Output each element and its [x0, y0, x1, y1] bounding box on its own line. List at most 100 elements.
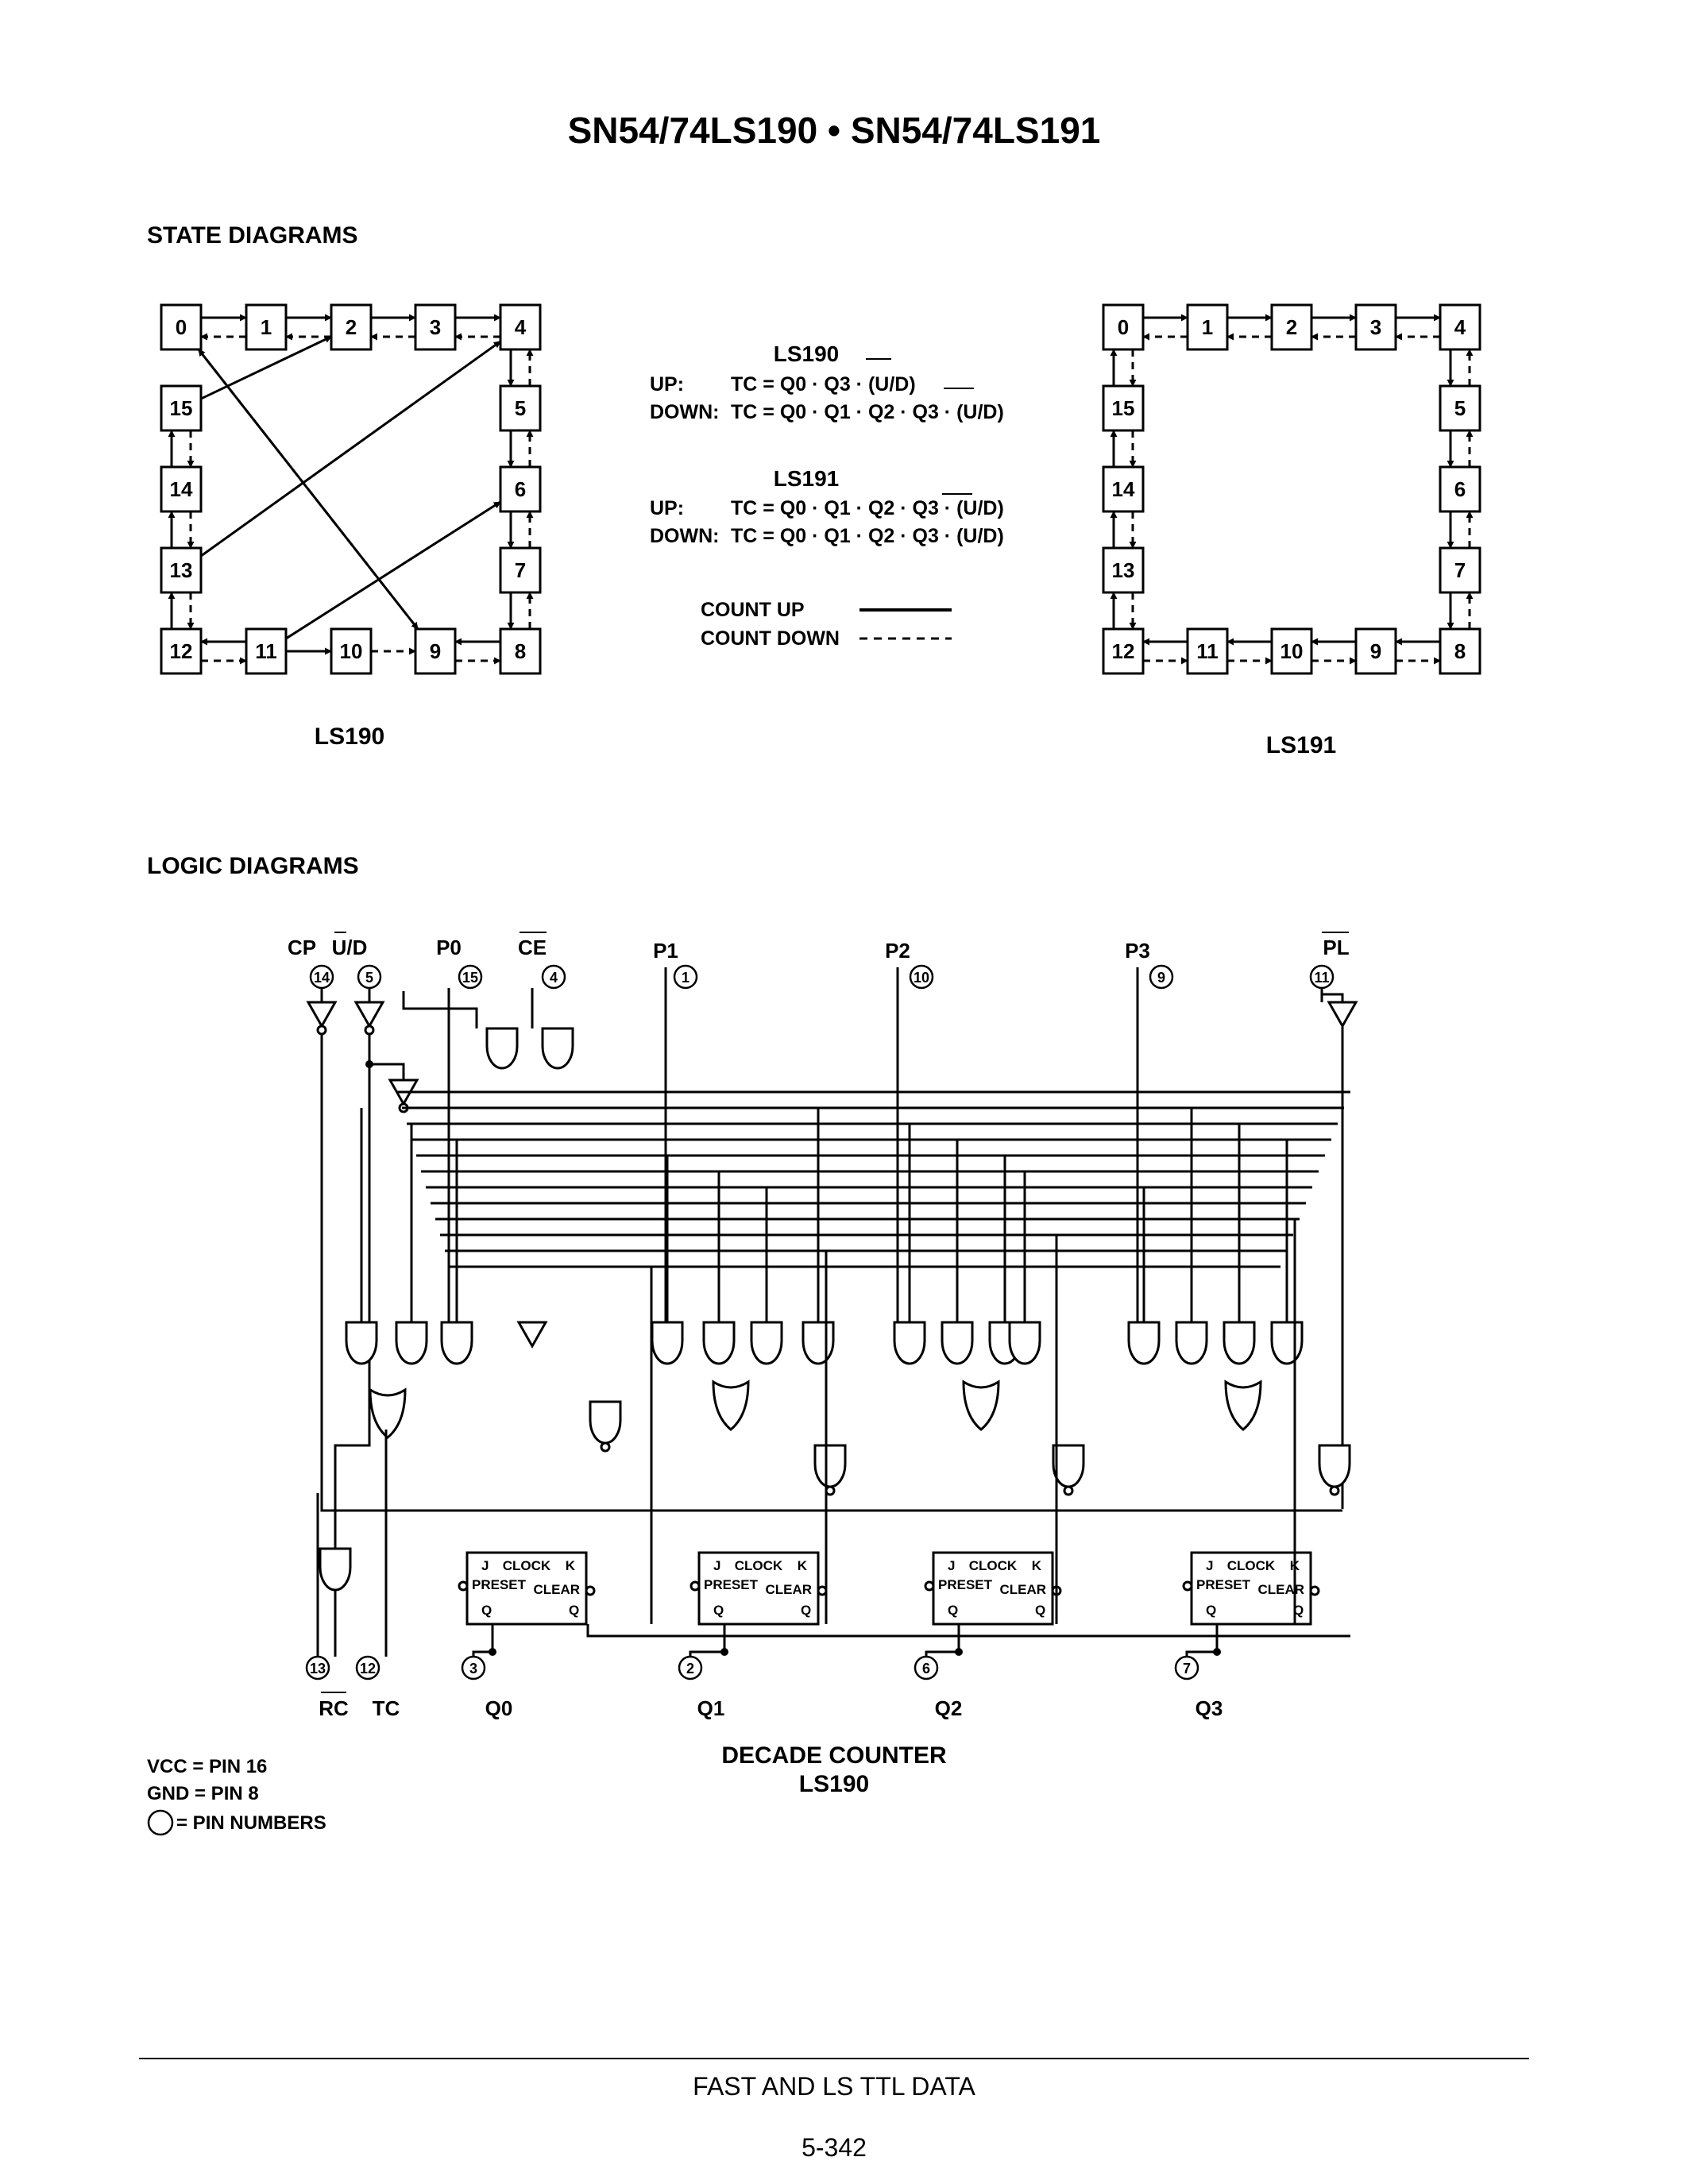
ff-clear: CLEAR — [1257, 1582, 1304, 1597]
input-label-ud: U/D — [332, 936, 368, 959]
state-box — [1186, 627, 1229, 675]
feedback-wire — [586, 1624, 1350, 1638]
stage3-and-3 — [1223, 1321, 1256, 1365]
state-label: 5 — [1454, 396, 1466, 420]
count-up-arrow — [200, 335, 332, 400]
ff-k: K — [1032, 1558, 1042, 1573]
wire — [402, 991, 478, 1028]
input-label-p0: P0 — [436, 936, 462, 959]
pin-circle — [461, 1655, 486, 1680]
state-label: 15 — [1112, 396, 1135, 420]
count-up-arrow — [285, 500, 501, 640]
stage3-and-1 — [1127, 1321, 1161, 1365]
pin-legend-circle — [147, 1809, 174, 1836]
pin-number: 7 — [1183, 1661, 1191, 1677]
ff-q: Q — [1206, 1603, 1216, 1618]
ff-clear: CLEAR — [999, 1582, 1046, 1597]
ff-preset: PRESET — [1196, 1577, 1251, 1592]
stage3-or — [1224, 1379, 1262, 1431]
inversion-bubble — [316, 1024, 327, 1036]
state-label: 8 — [1454, 639, 1466, 663]
inversion-bubble — [458, 1580, 469, 1592]
rc-gate — [319, 1547, 352, 1592]
junction-dot — [955, 1648, 963, 1656]
input-pin-numbers: 14 5 15 4 1 10 9 11 — [309, 964, 1335, 990]
terminal-count-equations: LS190 UP: TC = Q0 · Q3 · (U/D) DOWN: TC … — [650, 341, 1004, 650]
logic-diagrams-heading: LOGIC DIAGRAMS — [147, 853, 359, 879]
pin-circle — [909, 964, 934, 990]
ff-k: K — [566, 1558, 576, 1573]
pin-circle — [305, 1655, 330, 1680]
ls190-down-label: DOWN: — [650, 401, 719, 423]
state-label: 9 — [430, 639, 441, 663]
legend-count-down: COUNT DOWN — [701, 627, 840, 650]
ff-j: J — [481, 1558, 489, 1573]
pin-circle — [678, 1655, 703, 1680]
state-diagrams-heading: STATE DIAGRAMS — [147, 222, 358, 249]
state-box — [414, 303, 457, 351]
stage0-and-1 — [345, 1321, 378, 1365]
state-box — [1439, 303, 1481, 351]
input-label-p2: P2 — [885, 939, 910, 963]
state-box — [1439, 465, 1481, 513]
ls191-eq-title: LS191 — [774, 466, 840, 491]
input-label-p1: P1 — [653, 939, 678, 963]
pin-number: 10 — [914, 970, 929, 986]
state-box — [1186, 303, 1229, 351]
output-label-q2: Q2 — [935, 1696, 963, 1720]
ff-qbar: Q — [1035, 1603, 1045, 1618]
ff-clock: CLOCK — [1227, 1558, 1276, 1573]
pin-number: 11 — [1314, 970, 1329, 986]
output-label-q1: Q1 — [697, 1696, 725, 1720]
ff-preset: PRESET — [704, 1577, 759, 1592]
state-label: 3 — [1370, 315, 1381, 339]
state-label: 7 — [1454, 558, 1466, 582]
ff-clear: CLEAR — [765, 1582, 812, 1597]
state-box — [1102, 546, 1145, 594]
state-box — [499, 627, 542, 675]
pin-number: 3 — [469, 1661, 477, 1677]
state-label: 7 — [515, 558, 526, 582]
state-label: 0 — [1118, 315, 1129, 339]
ff-preset: PRESET — [472, 1577, 527, 1592]
ls191-down-label: DOWN: — [650, 525, 719, 547]
input-label-cp: CP — [288, 936, 316, 959]
state-box — [245, 627, 288, 675]
count-down-arrow — [197, 349, 419, 630]
state-box — [330, 303, 373, 351]
state-label: 12 — [170, 639, 193, 663]
pin-circle — [1309, 964, 1335, 990]
state-label: 5 — [515, 396, 526, 420]
stage2-or — [962, 1379, 1000, 1431]
legend-count-up: COUNT UP — [701, 599, 805, 621]
ud-buffer — [353, 1001, 385, 1029]
output-label-rc: RC — [319, 1696, 349, 1720]
ce-and-gate-1 — [485, 1027, 519, 1070]
wire — [334, 1064, 371, 1553]
state-label: 1 — [1202, 315, 1213, 339]
gnd-note: GND = PIN 8 — [147, 1783, 259, 1804]
state-label: 14 — [170, 477, 193, 501]
inversion-bubble — [585, 1585, 596, 1596]
ls190-logic-diagram: J CLOCK K PRESET CLEAR Q Q J CLOCK K PRESET CLEAR Q Q… — [306, 967, 1358, 1657]
stage0-flipflop — [465, 1551, 588, 1626]
state-box — [1102, 384, 1145, 432]
stage0-or — [369, 1387, 407, 1439]
ff-clear: CLEAR — [533, 1582, 580, 1597]
ls190-eq-title: LS190 — [774, 341, 840, 366]
state-label: 4 — [515, 315, 527, 339]
stage2-flipflop — [932, 1551, 1054, 1626]
state-box — [499, 546, 542, 594]
stage1-and-2 — [702, 1321, 736, 1365]
inversion-bubble — [924, 1580, 935, 1592]
input-label-pl: PL — [1323, 936, 1349, 959]
ff-q: Q — [948, 1603, 958, 1618]
output-pins: 13 12 3 2 6 7 RC TC Q0 Q1 Q2 Q3 — [305, 1655, 1223, 1720]
ff-q: Q — [713, 1603, 724, 1618]
ff-j: J — [1206, 1558, 1213, 1573]
ff-clock: CLOCK — [735, 1558, 783, 1573]
inversion-bubble — [600, 1441, 611, 1453]
